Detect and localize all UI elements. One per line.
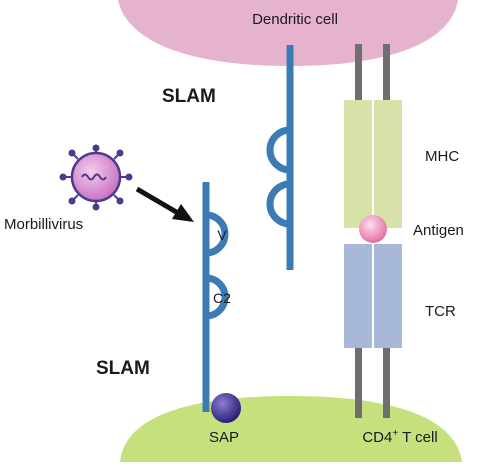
slam-lower-label: SLAM bbox=[96, 358, 150, 379]
t-cell-text: T cell bbox=[398, 429, 437, 446]
morbillivirus-label: Morbillivirus bbox=[4, 216, 83, 233]
sap-label: SAP bbox=[209, 429, 239, 446]
mhc-stalk-left bbox=[355, 44, 362, 104]
virus-genome bbox=[81, 173, 107, 181]
t-cell-label: CD4+ T cell bbox=[362, 428, 437, 446]
domain-c2-label: C2 bbox=[213, 290, 231, 306]
slam-upper-domain-1 bbox=[266, 126, 291, 174]
dendritic-cell-label: Dendritic cell bbox=[252, 11, 338, 28]
mhc-stalk-right bbox=[383, 44, 390, 104]
slam-domain-v bbox=[205, 211, 229, 257]
mhc-chain-left bbox=[344, 100, 372, 228]
tcr-label: TCR bbox=[425, 303, 456, 320]
t-cell-membrane bbox=[120, 396, 462, 462]
binding-arrow bbox=[135, 186, 194, 222]
tcr-chain-right bbox=[374, 244, 402, 348]
mhc-tcr-complex bbox=[344, 44, 402, 418]
slam-upper-label: SLAM bbox=[162, 86, 216, 107]
slam-dendritic-receptor bbox=[266, 45, 294, 270]
slam-domain-c2 bbox=[205, 274, 229, 320]
mhc-chain-right bbox=[374, 100, 402, 228]
sap-adaptor bbox=[211, 393, 241, 423]
dendritic-cell-membrane bbox=[118, 0, 458, 66]
slam-t-cell-receptor bbox=[202, 182, 229, 412]
domain-v-label: V bbox=[217, 227, 227, 243]
tcr-chain-left bbox=[344, 244, 372, 348]
tcr-stalk-left bbox=[355, 344, 362, 418]
cd4-superscript: + bbox=[392, 428, 398, 439]
virus-envelope bbox=[70, 151, 122, 203]
mhc-label: MHC bbox=[425, 148, 459, 165]
antigen-peptide bbox=[359, 215, 387, 243]
antigen-label: Antigen bbox=[413, 222, 464, 239]
slam-upper-domain-2 bbox=[266, 180, 291, 228]
cd4-text: CD4 bbox=[362, 429, 392, 446]
tcr-stalk-right bbox=[383, 344, 390, 418]
morbillivirus-particle bbox=[59, 144, 133, 211]
